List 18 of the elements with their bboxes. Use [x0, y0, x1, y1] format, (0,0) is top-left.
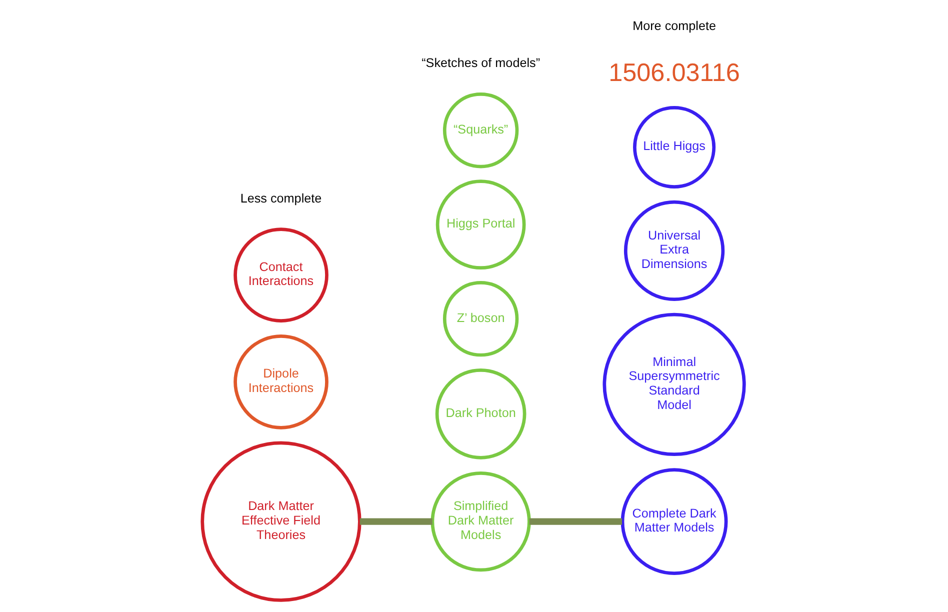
node-circle: Simplified Dark Matter Models: [430, 472, 530, 572]
node-circle: “Squarks”: [442, 92, 518, 168]
node-circle: Z’ boson: [442, 280, 518, 357]
node-circle: Universal Extra Dimensions: [623, 200, 724, 302]
label: “Sketches of models”: [421, 56, 540, 70]
node-circle: Dipole Interactions: [233, 334, 328, 430]
node-circle: Contact Interactions: [233, 228, 328, 322]
node-circle: Dark Photon: [434, 368, 526, 460]
connector: [528, 518, 622, 525]
node-circle: Dark Matter Effective Field Theories: [200, 441, 361, 602]
connector: [359, 518, 432, 525]
node-circle: Little Higgs: [632, 106, 716, 188]
node-circle: Higgs Portal: [435, 180, 526, 270]
label: Less complete: [240, 191, 322, 206]
node-circle: Minimal Supersymmetric Standard Model: [602, 312, 746, 456]
label: 1506.03116: [608, 59, 740, 88]
node-circle: Complete Dark Matter Models: [620, 468, 728, 576]
label: More complete: [632, 18, 716, 33]
